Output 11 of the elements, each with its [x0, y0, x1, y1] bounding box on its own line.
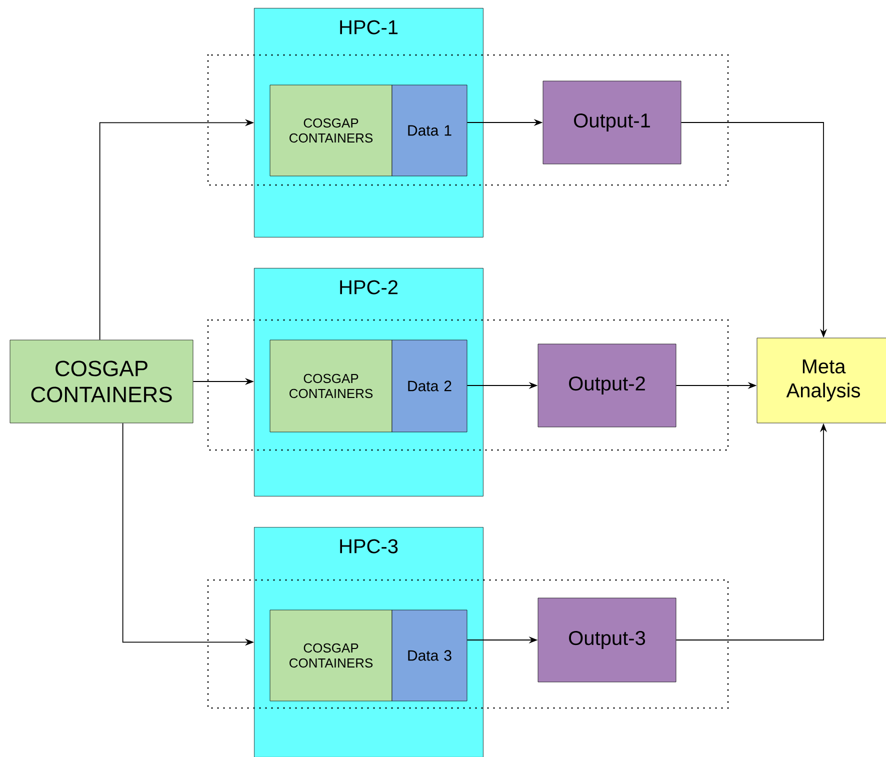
output-box: Output-3: [538, 598, 676, 682]
container-box: COSGAP CONTAINERS: [270, 84, 392, 176]
container-box: COSGAP CONTAINERS: [270, 610, 392, 702]
data-box: Data 1: [392, 84, 468, 176]
container-box: COSGAP CONTAINERS: [270, 340, 392, 432]
output-box: Output-2: [538, 344, 676, 428]
data-box: Data 3: [392, 610, 468, 702]
output-box: Output-1: [542, 80, 682, 164]
data-box: Data 2: [392, 340, 468, 432]
analysis-box: Meta Analysis: [756, 338, 886, 424]
container-box: COSGAP CONTAINERS: [10, 340, 194, 424]
